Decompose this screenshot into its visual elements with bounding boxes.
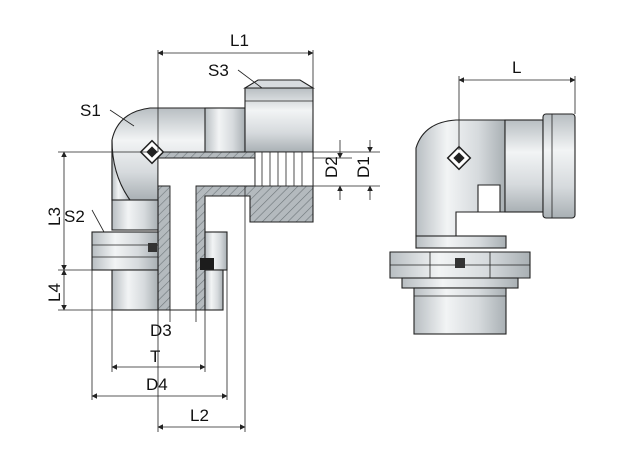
hex-right	[389, 251, 531, 279]
right-exterior-view	[389, 113, 576, 335]
label-d3: D3	[150, 321, 172, 340]
dimensions-right: L	[458, 58, 576, 150]
label-s1: S1	[80, 101, 101, 120]
label-l: L	[512, 58, 521, 77]
port-ring	[542, 113, 576, 219]
label-t: T	[150, 347, 160, 366]
label-l2: L2	[190, 406, 209, 425]
label-d2: D2	[322, 156, 341, 178]
swivel-nut-s3	[243, 79, 315, 153]
label-s3: S3	[208, 61, 229, 80]
o-ring	[200, 258, 214, 270]
label-l4: L4	[45, 283, 64, 302]
hex-s2	[91, 231, 228, 271]
dimensions-left: L1 S3 S1 S2 D2 D1 L3 L4 D3	[45, 31, 380, 432]
label-l1: L1	[230, 31, 249, 50]
logo-mark-right	[446, 145, 472, 171]
label-d1: D1	[354, 156, 373, 178]
label-s2: S2	[64, 207, 85, 226]
label-l3: L3	[45, 207, 64, 226]
label-d4: D4	[146, 375, 168, 394]
elbow-body-right	[415, 119, 506, 237]
body-collar	[204, 107, 246, 153]
stud-thread	[111, 269, 224, 311]
left-sectioned-view	[91, 79, 315, 311]
